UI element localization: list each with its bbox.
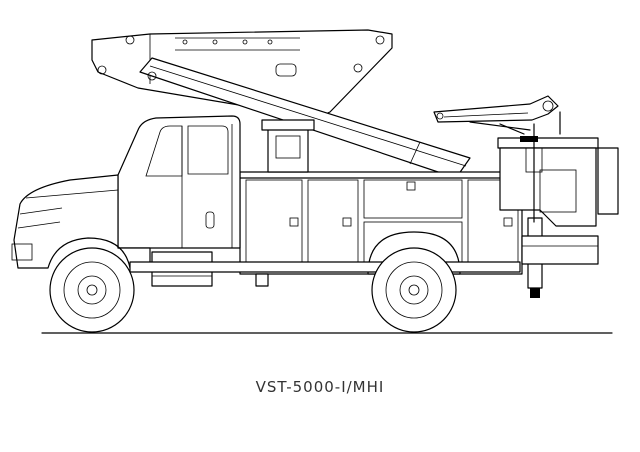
frame-rail bbox=[129, 261, 521, 273]
model-caption: VST-5000-I/MHI bbox=[255, 378, 385, 396]
front-wheel bbox=[49, 247, 135, 333]
lower-boom bbox=[139, 57, 471, 179]
turret bbox=[261, 119, 315, 173]
cab bbox=[117, 115, 241, 249]
rear-platform bbox=[521, 235, 599, 265]
bucket bbox=[497, 111, 619, 227]
jib-arm bbox=[433, 95, 559, 135]
rear-wheel bbox=[371, 247, 457, 333]
service-body bbox=[239, 171, 523, 275]
upper-boom bbox=[91, 29, 393, 119]
hood bbox=[11, 174, 151, 269]
